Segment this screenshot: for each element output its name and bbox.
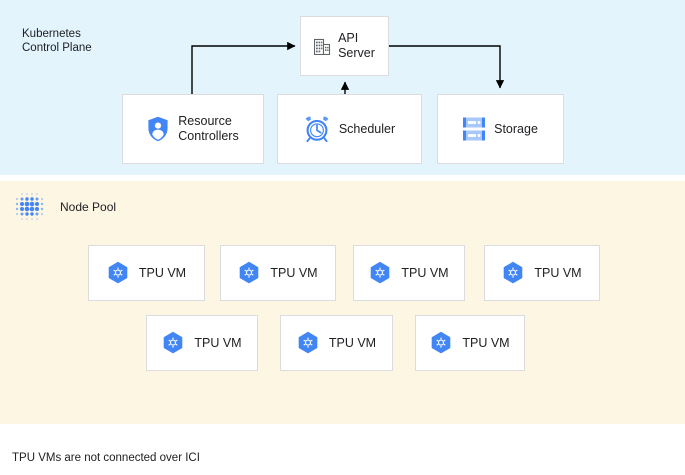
scheduler-label: Scheduler <box>338 121 396 136</box>
tpu-vm-box[interactable]: TPU VM <box>280 315 393 371</box>
scheduler-box[interactable]: Scheduler <box>277 94 422 164</box>
hexagon-gear-icon <box>108 261 128 284</box>
tpu-vm-label: TPU VM <box>462 336 510 350</box>
tpu-vm-label: TPU VM <box>401 266 449 280</box>
shield-user-icon <box>148 116 168 142</box>
tpu-vm-label: TPU VM <box>194 336 242 350</box>
dot-grid-icon <box>15 193 44 220</box>
hexagon-gear-icon <box>240 261 259 284</box>
tpu-vm-label: TPU VM <box>270 266 318 280</box>
resource-controllers-label: Resource Controllers <box>178 114 239 143</box>
hexagon-gear-icon <box>298 331 318 354</box>
tpu-vm-label: TPU VM <box>328 336 377 350</box>
hexagon-gear-icon <box>504 261 523 284</box>
tpu-vm-box[interactable]: TPU VM <box>353 245 465 301</box>
hexagon-gear-icon <box>432 331 451 354</box>
tpu-vm-box[interactable]: TPU VM <box>146 315 258 371</box>
storage-box[interactable]: Storage <box>437 94 564 164</box>
caption-text: TPU VMs are not connected over ICI <box>12 452 200 464</box>
alarm-clock-icon <box>305 116 329 142</box>
api-server-box[interactable]: API Server <box>300 16 389 76</box>
storage-label: Storage <box>494 121 538 136</box>
node-pool-label: Node Pool <box>60 200 117 214</box>
tpu-vm-box[interactable]: TPU VM <box>415 315 525 371</box>
tpu-vm-box[interactable]: TPU VM <box>484 245 600 301</box>
api-server-label: API Server <box>338 31 375 60</box>
hexagon-gear-icon <box>164 331 183 354</box>
hexagon-gear-icon <box>371 261 390 284</box>
tpu-vm-box[interactable]: TPU VM <box>220 245 336 301</box>
server-rack-icon <box>463 117 486 141</box>
control-plane-label: Kubernetes Control Plane <box>22 28 92 54</box>
node-pool-panel <box>0 181 685 424</box>
tpu-vm-box[interactable]: TPU VM <box>88 245 205 301</box>
tpu-vm-label: TPU VM <box>138 266 187 280</box>
resource-controllers-box[interactable]: Resource Controllers <box>122 94 264 164</box>
building-icon <box>314 38 331 55</box>
tpu-vm-label: TPU VM <box>534 266 582 280</box>
